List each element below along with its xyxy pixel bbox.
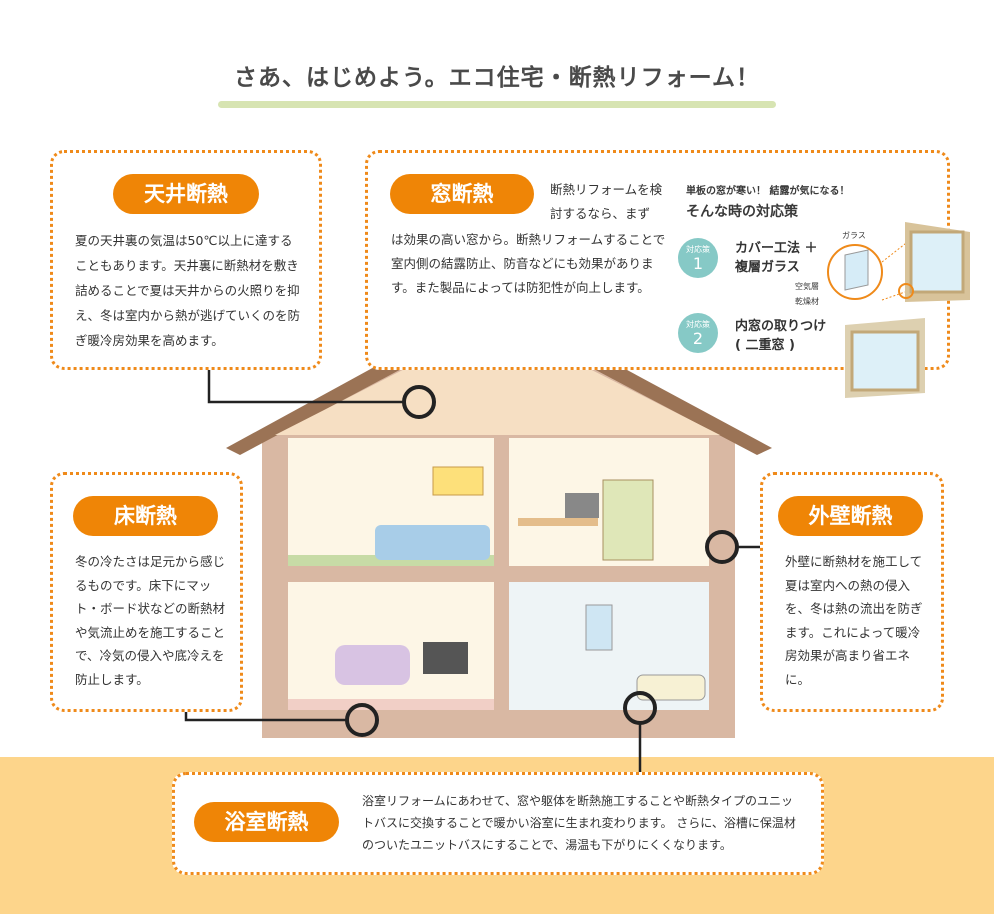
tip-title: そんな時の対応策 xyxy=(686,204,798,220)
title-underline xyxy=(218,101,776,108)
glass-label: ガラス xyxy=(842,231,866,240)
exterior-label: 外壁断熱 xyxy=(778,496,923,536)
window-text-lead: 断熱リフォームを検討するなら、まず xyxy=(550,182,663,221)
exterior-text: 外壁に断熱材を施工して夏は室内への熱の侵入を、冬は熱の流出を防ぎます。これによっ… xyxy=(785,554,923,687)
attic xyxy=(275,322,720,435)
window-text: は効果の高い窓から。断熱リフォームすることで室内側の結露防止、防音などにも効果が… xyxy=(391,232,666,295)
ceiling-text: 夏の天井裏の気温は50℃以上に達することもあります。天井裏に断熱材を敷き詰めるこ… xyxy=(75,233,301,348)
exterior-marker xyxy=(705,530,739,564)
picture xyxy=(432,466,484,496)
air-layer-label: 空気層 xyxy=(795,282,819,291)
measure-1-text: カバー工法 ＋複層ガラス xyxy=(735,241,818,275)
sofa xyxy=(335,645,410,685)
floor-label: 床断熱 xyxy=(73,496,218,536)
desk xyxy=(518,518,598,526)
desiccant-label: 乾燥材 xyxy=(795,297,819,306)
window-label: 窓断熱 xyxy=(390,174,534,214)
monitor xyxy=(565,493,599,518)
ceiling-marker xyxy=(402,385,436,419)
ceiling-label: 天井断熱 xyxy=(113,174,259,214)
mirror xyxy=(585,604,613,651)
floor-marker xyxy=(345,703,379,737)
bed xyxy=(375,525,490,560)
bath-text: 浴室リフォームにあわせて、窓や躯体を断熱施工することや断熱タイプのユニットバスに… xyxy=(362,794,796,852)
bath-label: 浴室断熱 xyxy=(194,802,339,842)
ceiling-insulation-card xyxy=(50,150,322,370)
bath-marker xyxy=(623,691,657,725)
bathtub xyxy=(636,674,706,701)
measure-2-text: 内窓の取りつけ( 二重窓 ) xyxy=(735,319,827,353)
floor-text: 冬の冷たさは足元から感じるものです。床下にマット・ボード状などの断熱材や気流止め… xyxy=(75,554,226,687)
tip-heading: 単板の窓が寒い！ 結露が気になる！ xyxy=(686,186,850,197)
page-title: さあ、はじめよう。エコ住宅・断熱リフォーム！ xyxy=(234,65,760,91)
bookshelf xyxy=(602,479,654,561)
tv xyxy=(423,642,468,674)
